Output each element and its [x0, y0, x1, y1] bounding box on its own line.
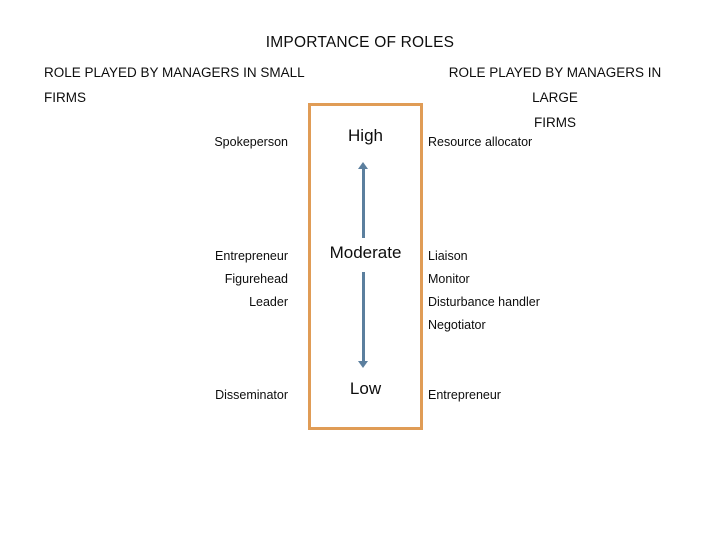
role-item: Disseminator [215, 388, 288, 402]
small-firm-roles-high: Spokeperson [120, 131, 288, 154]
arrow-up-icon [358, 162, 368, 169]
role-item: Liaison [428, 249, 468, 263]
role-item: Monitor [428, 272, 470, 286]
large-firm-roles-moderate: Liaison Monitor Disturbance handler Nego… [428, 245, 678, 337]
role-item: Leader [249, 295, 288, 309]
role-item: Entrepreneur [428, 388, 501, 402]
small-firm-roles-moderate: Entrepreneur Figurehead Leader [120, 245, 288, 314]
page-title: IMPORTANCE OF ROLES [265, 34, 455, 51]
large-firm-roles-low: Entrepreneur [428, 384, 678, 407]
role-item: Negotiator [428, 318, 486, 332]
large-firm-roles-high: Resource allocator [428, 131, 678, 154]
right-column-header: ROLE PLAYED BY MANAGERS IN LARGE FIRMS [424, 60, 686, 135]
scale-label-low: Low [349, 379, 382, 398]
importance-scale-box [308, 103, 423, 430]
left-column-header-line1: ROLE PLAYED BY MANAGERS IN SMALL [44, 65, 305, 80]
small-firm-roles-low: Disseminator [120, 384, 288, 407]
left-column-header: ROLE PLAYED BY MANAGERS IN SMALL FIRMS [44, 60, 334, 110]
arrow-down-shaft [362, 272, 365, 362]
role-item: Resource allocator [428, 135, 533, 149]
right-column-header-line1: ROLE PLAYED BY MANAGERS IN LARGE [448, 65, 662, 105]
scale-label-moderate: Moderate [329, 243, 402, 262]
role-item: Spokeperson [214, 135, 288, 149]
left-column-header-line2: FIRMS [44, 90, 86, 105]
right-column-header-line2: FIRMS [534, 115, 576, 130]
role-item: Entrepreneur [215, 249, 288, 263]
role-item: Disturbance handler [428, 295, 540, 309]
role-item: Figurehead [224, 272, 288, 286]
arrow-down-icon [358, 361, 368, 368]
arrow-up-shaft [362, 168, 365, 238]
scale-label-high: High [348, 126, 383, 145]
